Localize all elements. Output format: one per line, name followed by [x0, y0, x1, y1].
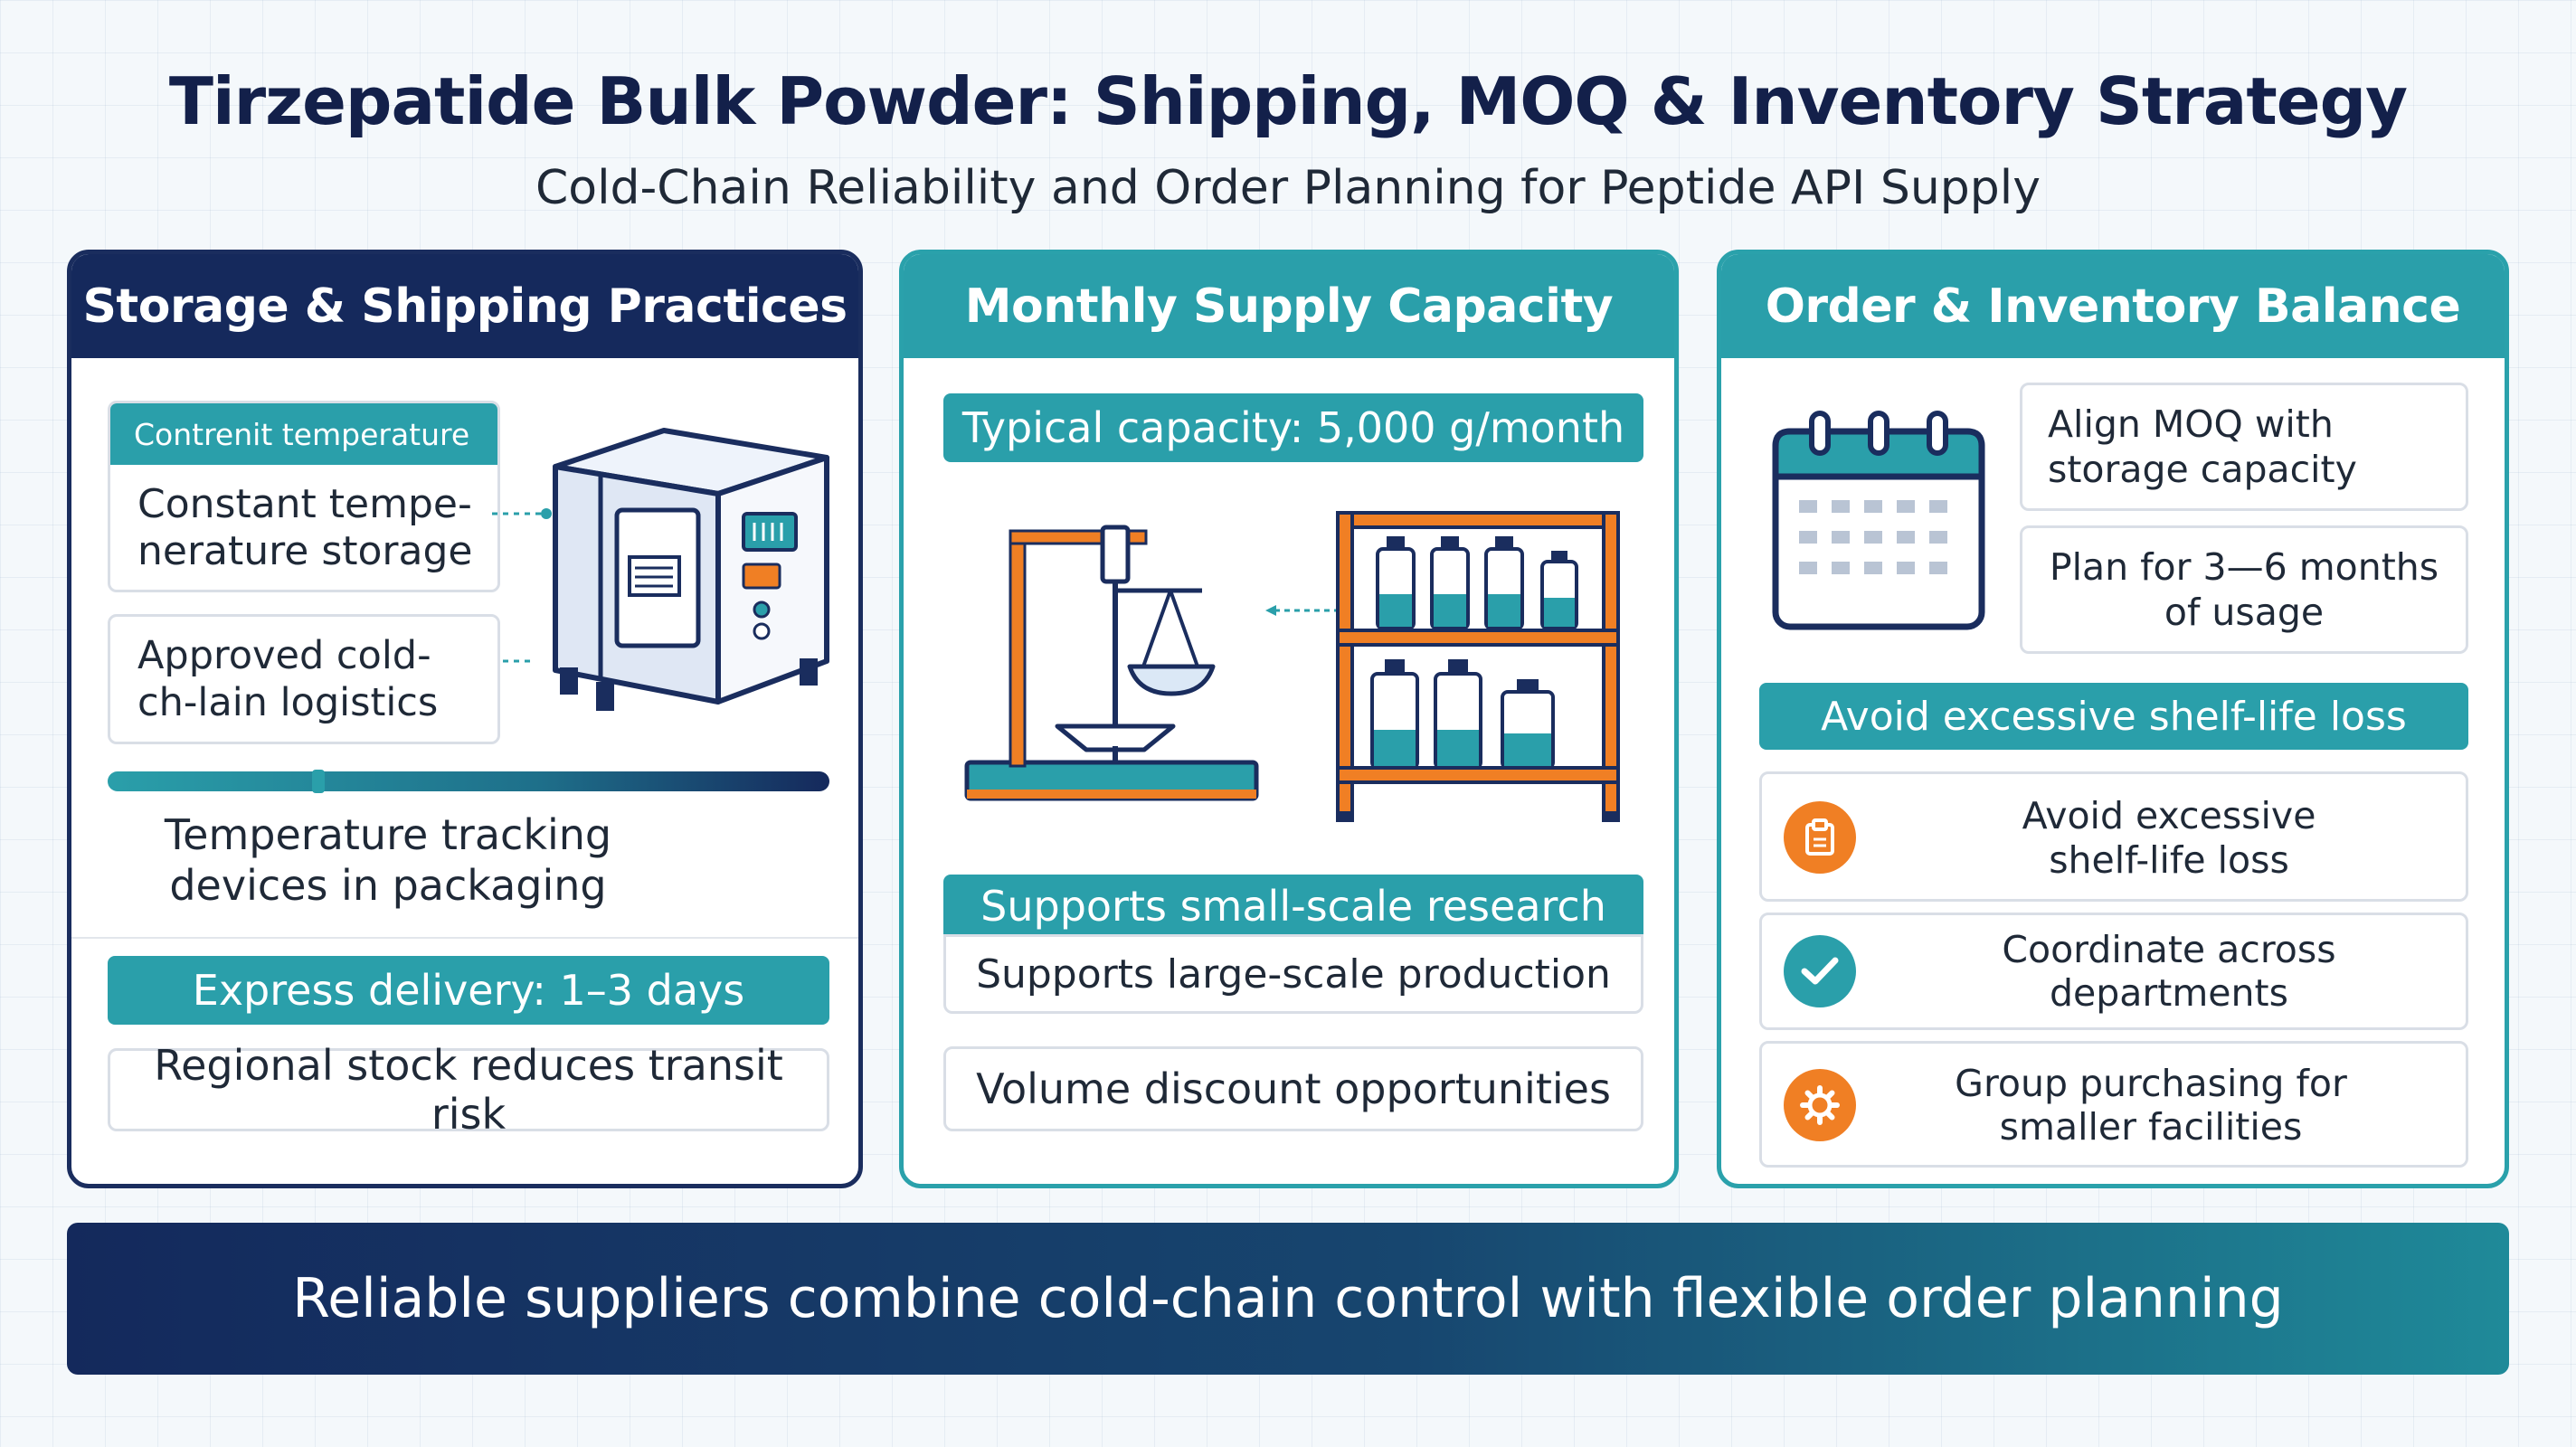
shelf-life-item-text: Avoid excessive shelf-life loss: [2022, 794, 2316, 882]
page-title: Tirzepatide Bulk Powder: Shipping, MOQ &…: [168, 63, 2408, 139]
temperature-card-text: Constant tempe-nerature storage: [137, 481, 473, 574]
small-scale-bar: Supports small-scale research: [943, 875, 1643, 938]
group-purchasing-item-text: Group purchasing for smaller facilities: [1955, 1062, 2347, 1149]
footer-text: Reliable suppliers combine cold-chain co…: [292, 1267, 2284, 1330]
capacity-label: Typical capacity: 5,000 g/month: [961, 403, 1625, 452]
freezer-unit-icon: [492, 428, 829, 711]
express-delivery-bar: Express delivery: 1–3 days: [108, 956, 829, 1025]
small-scale-label: Supports small-scale research: [980, 882, 1606, 931]
supply-capacity-panel: Monthly Supply Capacity Typical capacity…: [899, 250, 1679, 1188]
gear-icon: [1784, 1069, 1856, 1141]
clipboard-icon: [1784, 801, 1856, 874]
bottle-shelf-icon: [1336, 511, 1620, 822]
tracking-progress-bar: [108, 771, 829, 791]
shelf-life-bar: Avoid excessive shelf-life loss: [1759, 683, 2468, 750]
storage-shipping-panel: Storage & Shipping Practices Contrenit t…: [67, 250, 863, 1188]
plan-usage-text: Plan for 3—6 months of usage: [2049, 545, 2439, 634]
panel-divider: [71, 937, 858, 939]
cold-chain-logistics-text: Approved cold-ch-lain logistics: [137, 633, 439, 725]
coordinate-item-text: Coordinate across departments: [2002, 928, 2336, 1015]
list-item-coordinate: Coordinate across departments: [1759, 913, 2468, 1030]
express-delivery-label: Express delivery: 1–3 days: [192, 966, 745, 1015]
order-inventory-panel: Order & Inventory Balance Align MOQ with…: [1717, 250, 2509, 1188]
volume-discount-text: Volume discount opportunities: [976, 1064, 1611, 1113]
dashed-arrow-icon: [1265, 605, 1338, 616]
list-item-group-purchasing: Group purchasing for smaller facilities: [1759, 1041, 2468, 1168]
inventory-panel-heading: Order & Inventory Balance: [1721, 254, 2505, 358]
plan-usage-card: Plan for 3—6 months of usage: [2020, 525, 2468, 654]
checkmark-icon: [1784, 935, 1856, 1007]
page-subtitle: Cold-Chain Reliability and Order Plannin…: [535, 161, 2041, 215]
large-scale-card: Supports large-scale production: [943, 934, 1643, 1014]
footer-banner: Reliable suppliers combine cold-chain co…: [67, 1223, 2509, 1375]
temperature-card-tab: Contrenit temperature: [110, 403, 497, 465]
cold-chain-logistics-card: Approved cold-ch-lain logistics: [108, 614, 500, 744]
moq-card: Align MOQ with storage capacity: [2020, 383, 2468, 511]
volume-discount-card: Volume discount opportunities: [943, 1046, 1643, 1131]
supply-panel-heading: Monthly Supply Capacity: [904, 254, 1674, 358]
list-item-shelf-life: Avoid excessive shelf-life loss: [1759, 771, 2468, 902]
tracking-progress-marker: [312, 770, 325, 793]
shelf-life-bar-label: Avoid excessive shelf-life loss: [1821, 693, 2407, 740]
constant-temperature-card: Contrenit temperature Constant tempe-ner…: [108, 401, 500, 592]
storage-panel-heading: Storage & Shipping Practices: [71, 254, 858, 358]
calendar-icon: [1772, 411, 1985, 630]
moq-text: Align MOQ with storage capacity: [2048, 402, 2357, 491]
tracking-devices-text: Temperature tracking devices in packagin…: [164, 810, 612, 910]
large-scale-text: Supports large-scale production: [976, 950, 1611, 998]
capacity-bar: Typical capacity: 5,000 g/month: [943, 393, 1643, 462]
regional-stock-card: Regional stock reduces transit risk: [108, 1041, 829, 1139]
regional-stock-text: Regional stock reduces transit risk: [154, 1041, 783, 1139]
balance-scale-icon: [964, 525, 1259, 801]
